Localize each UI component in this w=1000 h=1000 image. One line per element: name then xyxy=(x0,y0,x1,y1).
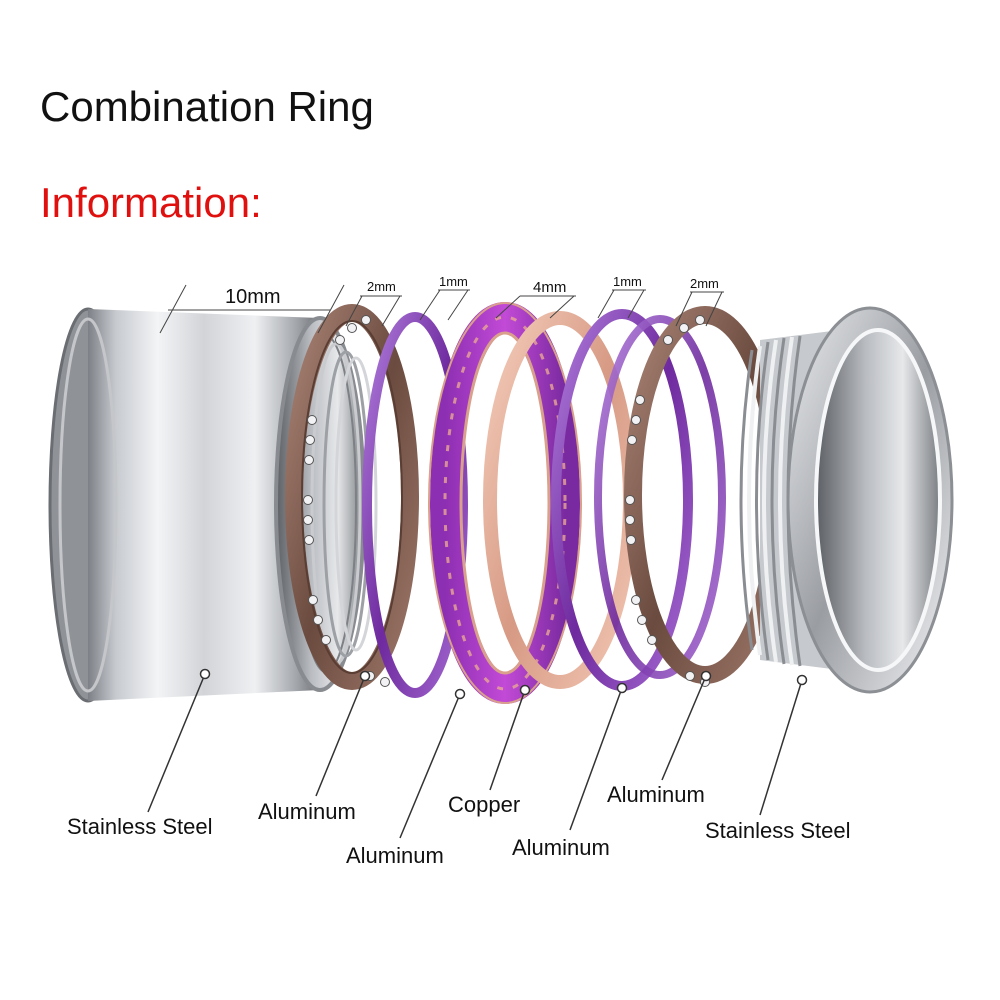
material-label-copper: Copper xyxy=(448,792,520,817)
dimension-label-steel-left: 10mm xyxy=(225,286,281,308)
dimension-label-bronze-right: 2mm xyxy=(690,276,719,291)
dimension-label-copper: 4mm xyxy=(533,279,566,296)
material-label-steel-right: Stainless Steel xyxy=(705,818,851,843)
material-label-aluminum-1: Aluminum xyxy=(258,799,356,824)
material-label-aluminum-4: Aluminum xyxy=(607,782,705,807)
dimension-label-purple-right: 1mm xyxy=(613,274,642,289)
leader-dots xyxy=(199,668,808,700)
dimension-label-purple-left: 1mm xyxy=(439,274,468,289)
dimension-labels: 10mm 2mm 1mm 4mm 1mm 2mm xyxy=(225,274,719,308)
dimension-label-bronze-left: 2mm xyxy=(367,279,396,294)
left-purple-ring xyxy=(362,312,468,698)
material-label-aluminum-2: Aluminum xyxy=(346,843,444,868)
leader-lines xyxy=(147,673,803,839)
information-heading: Information: xyxy=(40,179,262,226)
material-label-steel-left: Stainless Steel xyxy=(67,814,213,839)
copper-band xyxy=(428,302,582,704)
right-steel-ring xyxy=(739,306,954,694)
material-label-aluminum-3: Aluminum xyxy=(512,835,610,860)
material-labels: Stainless Steel Aluminum Aluminum Copper… xyxy=(67,782,851,868)
dimension-markers xyxy=(159,284,724,334)
page-title: Combination Ring xyxy=(40,83,374,130)
